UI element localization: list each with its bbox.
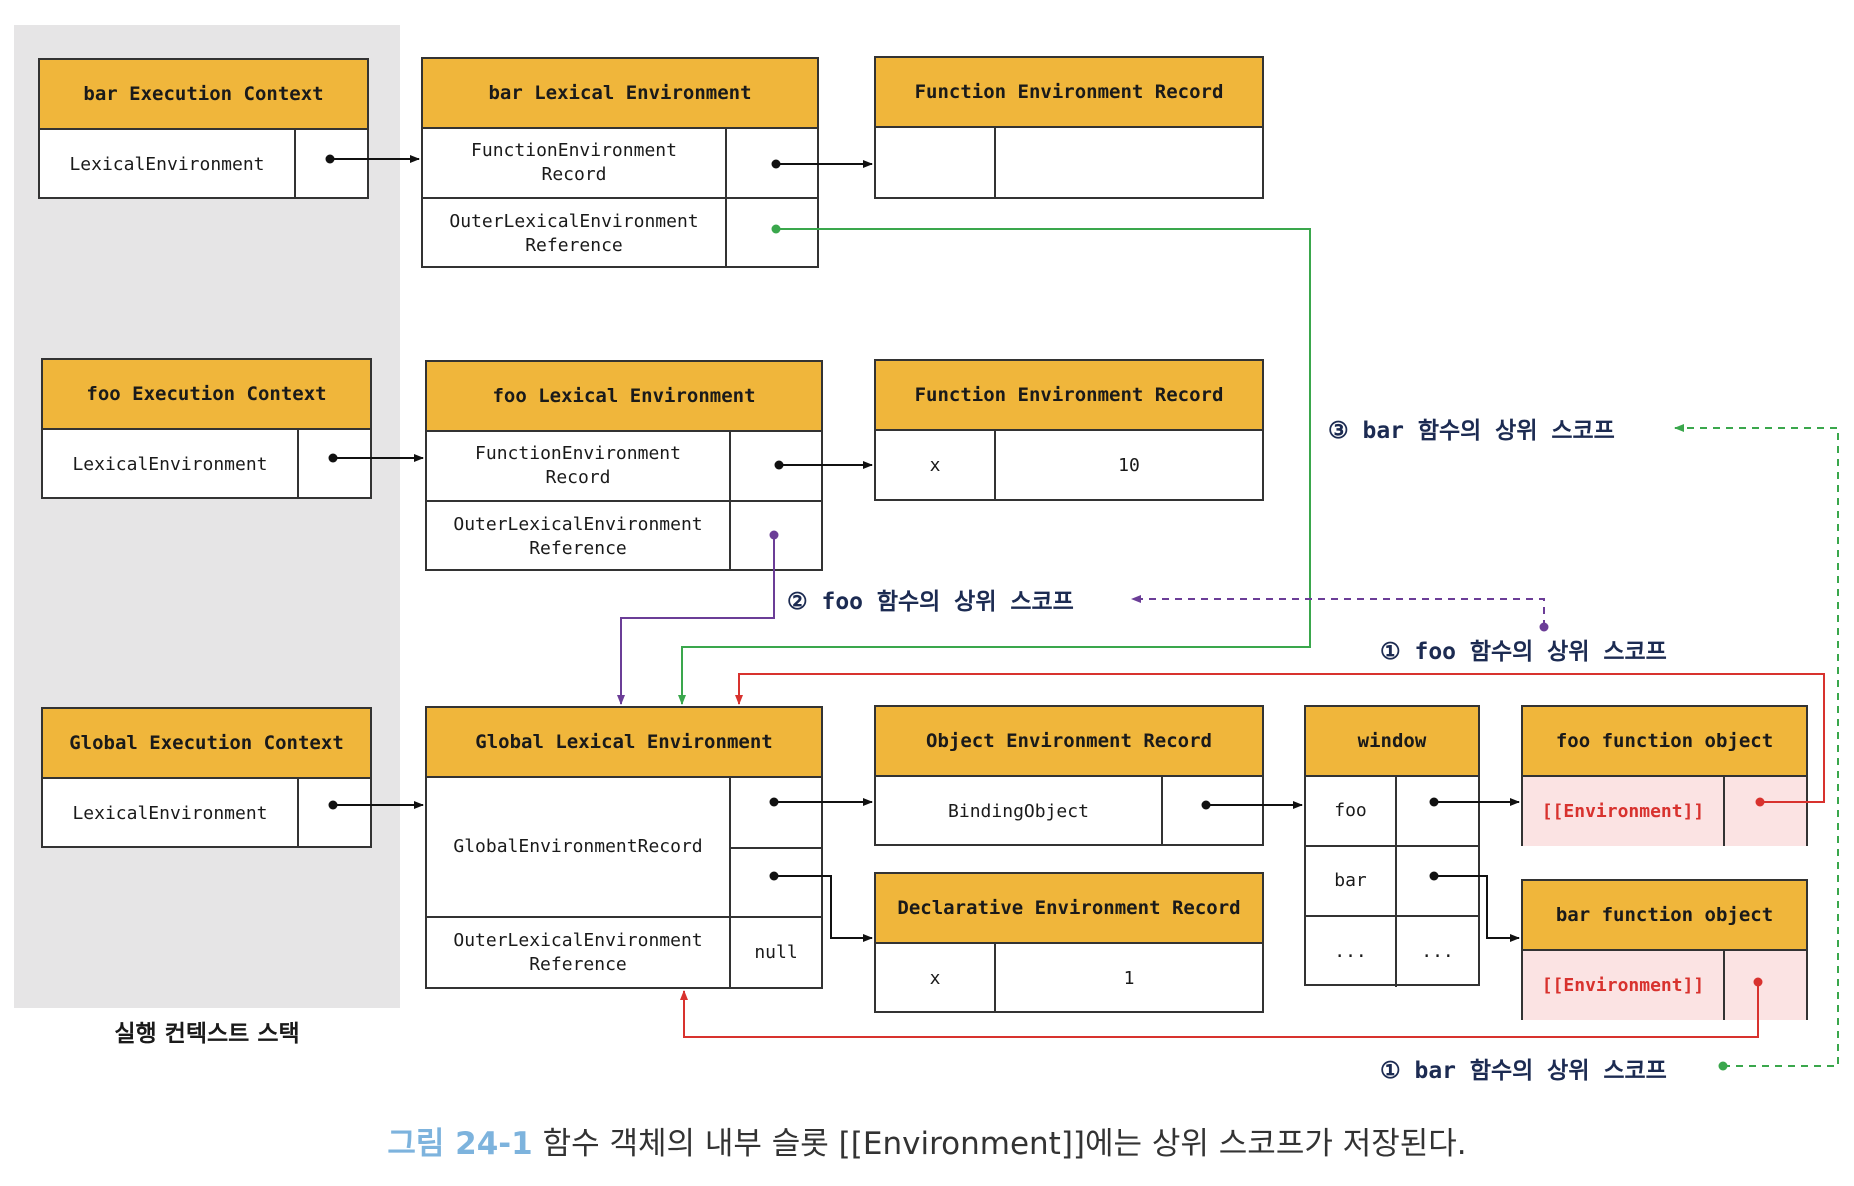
- figure-number: 그림 24-1: [387, 1126, 533, 1162]
- global-ec-pointer-cell: [297, 779, 370, 848]
- foo-function-environment-record: Function Environment Record x 10: [874, 359, 1264, 501]
- annotation-bar-scope-1: ① bar 함수의 상위 스코프: [1380, 1058, 1667, 1084]
- bar-ec-title: bar Execution Context: [40, 60, 367, 130]
- global-le-outer-label: OuterLexicalEnvironment Reference: [453, 929, 703, 975]
- foo-lexical-environment: foo Lexical Environment FunctionEnvironm…: [425, 360, 823, 571]
- global-declarative-record-pointer: [731, 849, 821, 916]
- foo-environment-pointer: [1723, 777, 1806, 846]
- window-title: window: [1306, 707, 1478, 777]
- bar-le-title: bar Lexical Environment: [423, 59, 817, 129]
- bar-fer-key: [876, 128, 994, 199]
- foo-ec-title: foo Execution Context: [43, 360, 370, 430]
- decl-er-key: x: [929, 967, 941, 989]
- global-execution-context: Global Execution Context LexicalEnvironm…: [41, 707, 372, 848]
- foo-le-outer-label: OuterLexicalEnvironment Reference: [453, 513, 703, 559]
- bar-le-record-label: FunctionEnvironment Record: [471, 140, 677, 185]
- foo-fer-value: 10: [994, 431, 1262, 501]
- bar-function-environment-record: Function Environment Record: [874, 56, 1264, 199]
- global-le-outer-null: null: [729, 918, 821, 987]
- global-ec-title: Global Execution Context: [43, 709, 370, 779]
- annotation-foo-scope-2: ② foo 함수의 상위 스코프: [787, 589, 1074, 615]
- declarative-environment-record: Declarative Environment Record x 1: [874, 872, 1264, 1013]
- bar-fer-title: Function Environment Record: [876, 58, 1262, 128]
- bar-le-outer-label: OuterLexicalEnvironment Reference: [449, 210, 699, 256]
- bar-function-object: bar function object [[Environment]]: [1521, 879, 1808, 1020]
- global-env-record-label: GlobalEnvironmentRecord: [453, 836, 703, 857]
- foo-le-record-pointer: [729, 432, 821, 500]
- decl-er-title: Declarative Environment Record: [876, 874, 1262, 944]
- window-foo-pointer: [1395, 777, 1478, 845]
- figure-caption-text: 함수 객체의 내부 슬롯 [[Environment]]에는 상위 스코프가 저…: [532, 1126, 1467, 1162]
- global-object-record-pointer: [731, 778, 821, 849]
- global-le-title: Global Lexical Environment: [427, 708, 821, 778]
- bar-le-outer-pointer: [725, 199, 817, 268]
- window-rest-key: ...: [1334, 941, 1367, 962]
- figure-caption: 그림 24-1 함수 객체의 내부 슬롯 [[Environment]]에는 상…: [0, 1118, 1854, 1163]
- foo-le-record-label: FunctionEnvironment Record: [475, 443, 681, 488]
- bar-ec-pointer-cell: [294, 130, 367, 199]
- foo-environment-slot: [[Environment]]: [1541, 800, 1705, 822]
- bar-execution-context: bar Execution Context LexicalEnvironment: [38, 58, 369, 199]
- foo-ec-pointer-cell: [297, 430, 370, 499]
- global-ec-row-label: LexicalEnvironment: [72, 802, 268, 824]
- bar-environment-pointer: [1723, 951, 1806, 1020]
- bar-environment-slot: [[Environment]]: [1541, 974, 1705, 996]
- foo-ec-row-label: LexicalEnvironment: [72, 453, 268, 475]
- window-bar-pointer: [1395, 847, 1478, 915]
- window-foo-key: foo: [1334, 800, 1367, 821]
- foo-execution-context: foo Execution Context LexicalEnvironment: [41, 358, 372, 499]
- decl-er-value: 1: [994, 944, 1262, 1013]
- object-er-title: Object Environment Record: [876, 707, 1262, 777]
- foo-fer-title: Function Environment Record: [876, 361, 1262, 431]
- foo-fer-key: x: [929, 455, 941, 476]
- annotation-foo-scope-1: ① foo 함수의 상위 스코프: [1380, 639, 1667, 665]
- bar-le-record-pointer: [725, 129, 817, 197]
- bar-ec-row-label: LexicalEnvironment: [69, 153, 265, 175]
- object-environment-record: Object Environment Record BindingObject: [874, 705, 1264, 846]
- window-bar-key: bar: [1334, 870, 1367, 891]
- stack-label: 실행 컨텍스트 스택: [114, 1021, 300, 1047]
- foo-fo-title: foo function object: [1523, 707, 1806, 777]
- foo-function-object: foo function object [[Environment]]: [1521, 705, 1808, 846]
- binding-object-pointer: [1161, 777, 1262, 846]
- binding-object-label: BindingObject: [948, 800, 1089, 822]
- bar-lexical-environment: bar Lexical Environment FunctionEnvironm…: [421, 57, 819, 268]
- window-object: window foo bar ... ...: [1304, 705, 1480, 987]
- annotation-bar-scope-3: ③ bar 함수의 상위 스코프: [1328, 418, 1615, 444]
- foo-le-title: foo Lexical Environment: [427, 362, 821, 432]
- global-lexical-environment: Global Lexical Environment GlobalEnviron…: [425, 706, 823, 989]
- foo-scope-dashed-arrow: [1131, 595, 1549, 632]
- bar-fo-title: bar function object: [1523, 881, 1806, 951]
- bar-fer-value: [994, 128, 1262, 199]
- window-rest-value: ...: [1395, 917, 1478, 987]
- foo-le-outer-pointer: [729, 502, 821, 571]
